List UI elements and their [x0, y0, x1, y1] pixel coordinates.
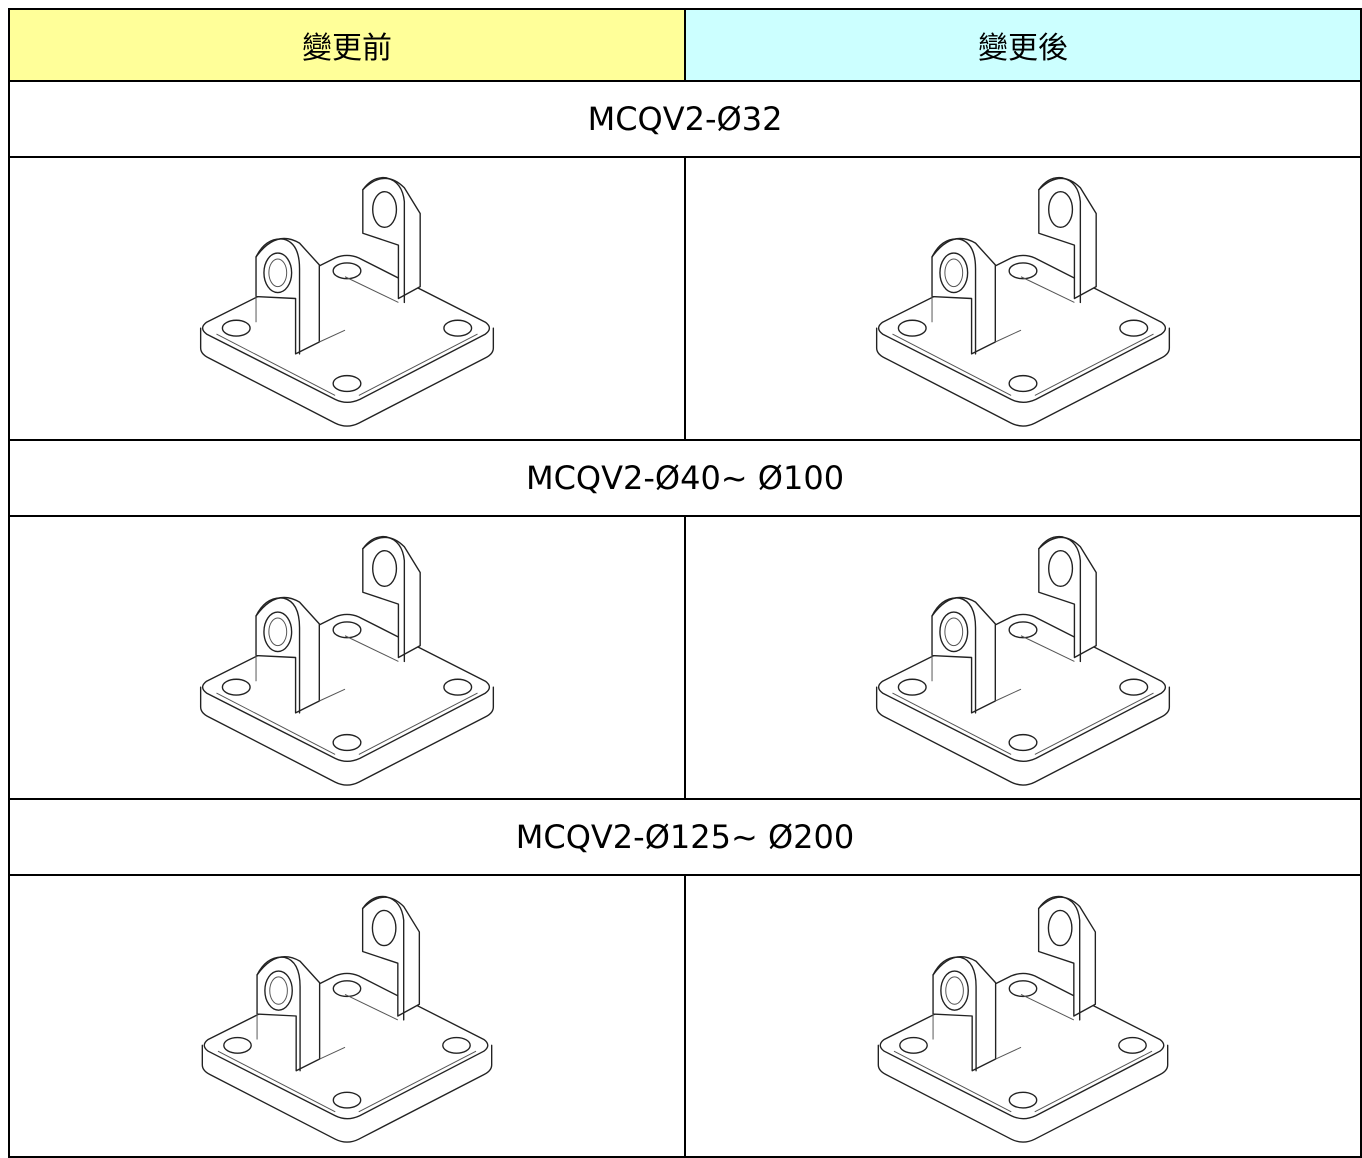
- header-before: 變更前: [8, 8, 686, 82]
- before-image-cell: [8, 156, 686, 441]
- model-row: MCQV2-Ø125~ Ø200: [8, 798, 1362, 876]
- image-row: [8, 515, 1362, 800]
- header-after: 變更後: [684, 8, 1362, 82]
- clevis-bracket-drawing-before: [199, 176, 495, 427]
- after-image-cell: [684, 874, 1362, 1158]
- model-label: MCQV2-Ø125~ Ø200: [8, 798, 1362, 876]
- image-row: [8, 874, 1362, 1158]
- after-image-cell: [684, 156, 1362, 441]
- comparison-table: 變更前 變更後 MCQV2-Ø32 MCQV2-Ø40~ Ø100 MCQV2-…: [8, 8, 1362, 1158]
- clevis-bracket-drawing-after: [875, 176, 1171, 427]
- clevis-bracket-drawing-before: [199, 535, 495, 786]
- after-image-cell: [684, 515, 1362, 800]
- model-label: MCQV2-Ø40~ Ø100: [8, 439, 1362, 517]
- clevis-bracket-drawing-before: [201, 895, 493, 1143]
- header-row: 變更前 變更後: [8, 8, 1362, 82]
- model-label: MCQV2-Ø32: [8, 80, 1362, 158]
- image-row: [8, 156, 1362, 441]
- before-image-cell: [8, 874, 686, 1158]
- clevis-bracket-drawing-after: [877, 895, 1169, 1143]
- clevis-bracket-drawing-after: [875, 535, 1171, 786]
- model-row: MCQV2-Ø40~ Ø100: [8, 439, 1362, 517]
- model-row: MCQV2-Ø32: [8, 80, 1362, 158]
- before-image-cell: [8, 515, 686, 800]
